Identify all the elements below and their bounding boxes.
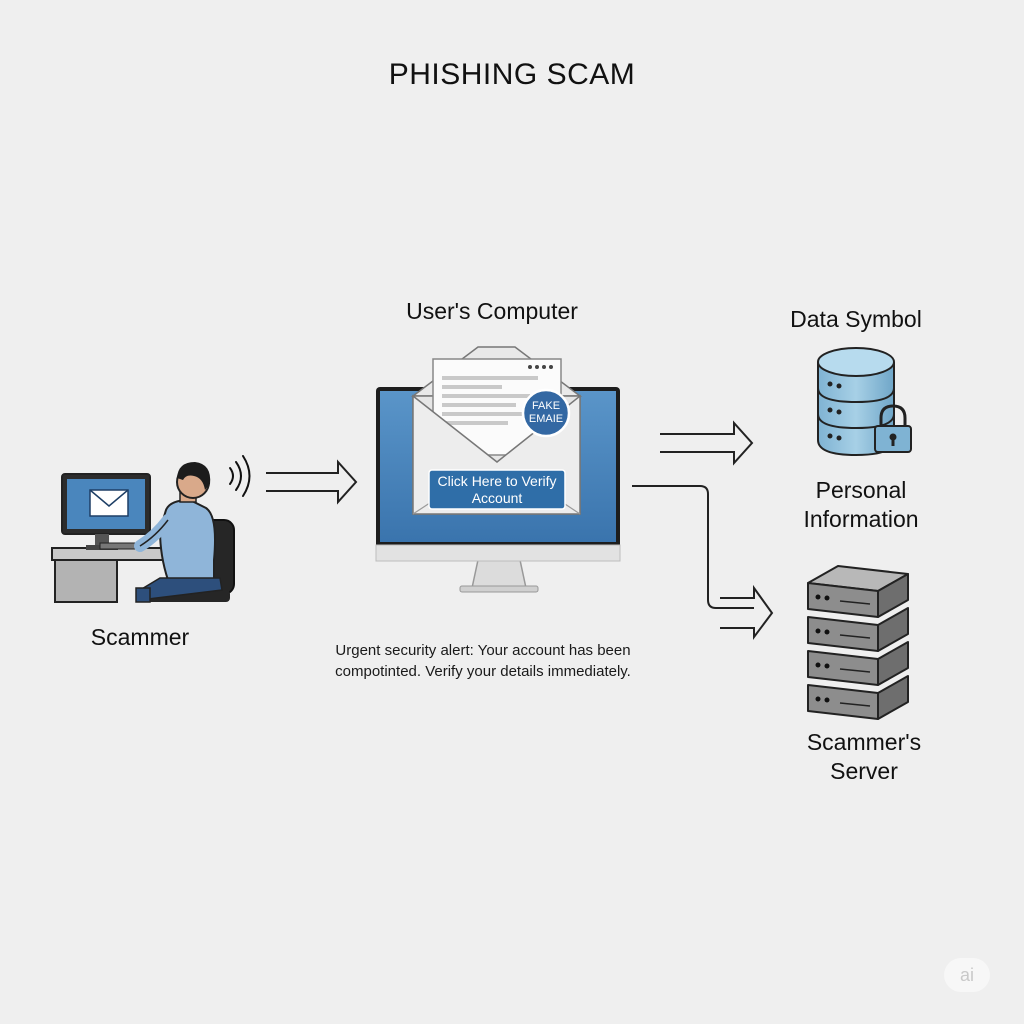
- cta-button-shape: [428, 469, 566, 510]
- envelope-icon: [89, 489, 129, 517]
- scammer-illustration: [51, 455, 251, 603]
- person-icon: [134, 462, 223, 603]
- fake-email-badge: [521, 388, 571, 438]
- users-computer-illustration: [375, 346, 621, 593]
- fake-email-badge-text: FAKE EMAIE: [528, 400, 564, 425]
- scammer-label: Scammer: [90, 624, 190, 650]
- scammers-server-label: Scammer's Server: [806, 729, 922, 784]
- users-computer-label: User's Computer: [406, 298, 578, 324]
- arrow-computer-to-server: [632, 485, 774, 640]
- verify-account-button-text: Click Here to Verify Account: [437, 473, 557, 506]
- server-stack-icon: [807, 565, 909, 720]
- arrow-computer-to-data: [660, 420, 754, 466]
- signal-waves-icon: [229, 455, 251, 497]
- padlock-icon: [874, 404, 912, 453]
- data-symbol-label: Data Symbol: [790, 306, 922, 332]
- arrow-scammer-to-computer: [266, 459, 358, 505]
- ai-watermark: ai: [944, 958, 990, 992]
- urgent-alert-text: Urgent security alert: Your account has …: [335, 642, 631, 680]
- scammer-monitor: [61, 473, 151, 550]
- personal-information-label: Personal Information: [803, 477, 919, 532]
- diagram-title: PHISHING SCAM: [388, 58, 636, 91]
